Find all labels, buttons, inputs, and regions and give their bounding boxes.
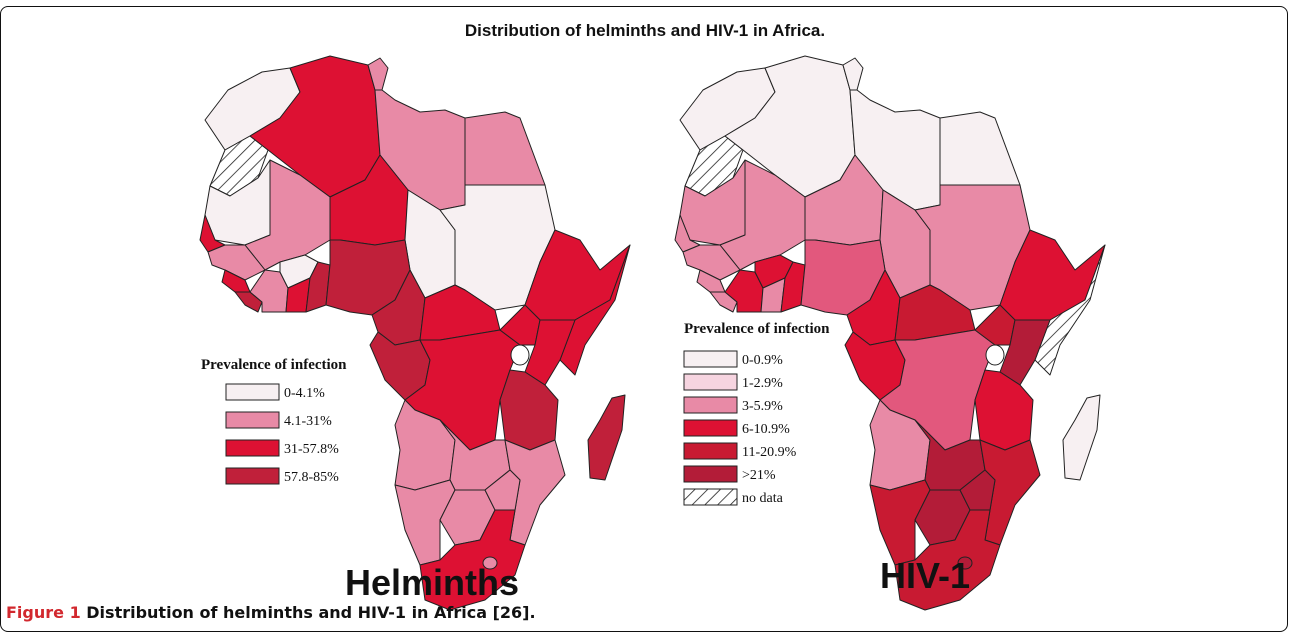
hiv-legend-swatch	[683, 465, 738, 483]
country-madagascar	[1062, 394, 1101, 481]
helminths-legend: Prevalence of infection 0-4.1% 4.1-31% 31-…	[201, 357, 347, 485]
helminths-map-title: Helminths	[345, 562, 519, 603]
country-zimbabwe	[484, 469, 521, 511]
hiv-legend-label: no data	[742, 491, 784, 506]
helminths-legend-title: Prevalence of infection	[201, 357, 347, 373]
country-guinea	[207, 244, 266, 281]
country-guinea	[682, 244, 741, 281]
country-madagascar	[587, 394, 626, 481]
figure-frame	[0, 6, 1288, 632]
country-lesotho	[957, 556, 973, 570]
hiv-legend-label: 0-0.9%	[742, 353, 783, 368]
country-lesotho	[482, 556, 498, 570]
country-tunisia	[367, 57, 389, 91]
caption-text: Distribution of helminths and HIV-1 in A…	[80, 603, 536, 622]
country-tanzania	[499, 369, 559, 451]
hiv-legend-swatch	[683, 373, 738, 391]
hiv-legend-label: 1-2.9%	[742, 376, 783, 391]
hiv-legend-label: >21%	[742, 468, 776, 483]
hiv-legend-label: 6-10.9%	[742, 422, 790, 437]
helminths-legend-swatch	[225, 467, 280, 485]
helminths-legend-label: 0-4.1%	[284, 386, 325, 401]
helminths-legend-swatch	[225, 439, 280, 457]
figure-title: Distribution of helminths and HIV-1 in A…	[464, 21, 826, 40]
hiv-legend-swatch	[683, 350, 738, 368]
hiv-legend-swatch	[683, 488, 738, 506]
country-tunisia	[842, 57, 864, 91]
lake-victoria	[985, 344, 1005, 366]
hiv-map	[674, 55, 1106, 611]
country-south-africa	[894, 509, 1001, 611]
hiv-legend-swatch	[683, 396, 738, 414]
helminths-legend-swatch	[225, 411, 280, 429]
hiv-legend-label: 3-5.9%	[742, 399, 783, 414]
hiv-legend-title: Prevalence of infection	[684, 321, 830, 337]
country-egypt	[464, 111, 546, 186]
helminths-legend-label: 31-57.8%	[284, 442, 339, 457]
country-tanzania	[974, 369, 1034, 451]
hiv-legend-label: 11-20.9%	[742, 445, 797, 460]
figure-caption: Figure 1 Distribution of helminths and H…	[6, 603, 536, 622]
country-somalia	[559, 244, 631, 376]
lake-victoria	[510, 344, 530, 366]
country-zimbabwe	[959, 469, 996, 511]
hiv-legend: Prevalence of infection 0-0.9% 1-2.9% 3-5.…	[683, 321, 830, 506]
hiv-legend-swatch	[683, 442, 738, 460]
caption-label: Figure 1	[6, 603, 81, 622]
helminths-legend-label: 57.8-85%	[284, 470, 339, 485]
helminths-legend-label: 4.1-31%	[284, 414, 332, 429]
hiv-map-title: HIV-1	[880, 555, 970, 596]
country-egypt	[939, 111, 1021, 186]
hiv-legend-swatch	[683, 419, 738, 437]
country-south-africa	[419, 509, 526, 611]
helminths-map	[199, 55, 631, 611]
helminths-legend-swatch	[225, 383, 280, 401]
country-somalia	[1034, 244, 1106, 376]
